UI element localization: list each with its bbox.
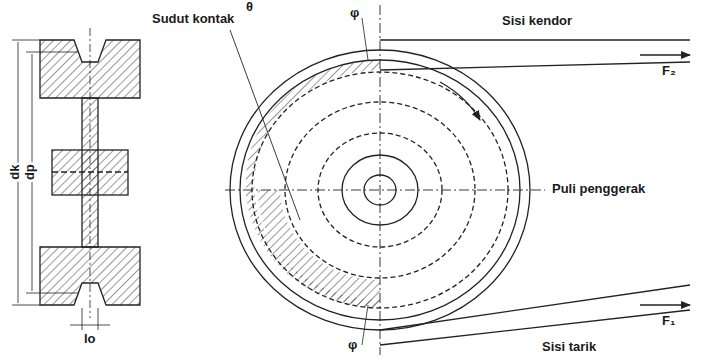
tight-side-label: Sisi tarik bbox=[540, 340, 598, 354]
pulley-label: Puli penggerak bbox=[550, 182, 647, 196]
dimension-label: lo bbox=[82, 332, 98, 346]
dimension-label: dp bbox=[23, 162, 37, 182]
slack-side-label: Sisi kendor bbox=[500, 14, 574, 28]
contact-angle-label: Sudut kontak bbox=[150, 12, 236, 26]
angle-symbol: φ bbox=[346, 338, 359, 352]
force-label: F₂ bbox=[660, 64, 678, 78]
angle-symbol: θ bbox=[244, 0, 255, 14]
angle-symbol: φ bbox=[348, 6, 361, 20]
force-label: F₁ bbox=[660, 314, 677, 328]
dimension-label: dk bbox=[8, 163, 22, 182]
